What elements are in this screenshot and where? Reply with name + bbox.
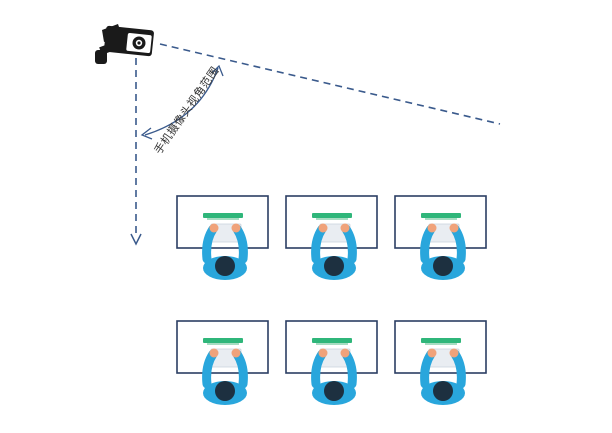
workstation	[394, 320, 487, 405]
person-hand	[449, 348, 459, 358]
security-camera-icon	[95, 24, 154, 64]
person-head	[215, 381, 235, 401]
person-head	[324, 381, 344, 401]
monitor	[312, 338, 352, 343]
person-head	[324, 256, 344, 276]
angle-arc	[144, 67, 219, 136]
workstation	[285, 195, 378, 280]
monitor	[312, 213, 352, 218]
workstation	[176, 195, 269, 280]
person-hand	[318, 348, 328, 358]
person-head	[215, 256, 235, 276]
person-head	[433, 381, 453, 401]
workstation	[285, 320, 378, 405]
person-hand	[209, 223, 219, 233]
person-hand	[318, 223, 328, 233]
monitor	[421, 338, 461, 343]
monitor	[421, 213, 461, 218]
fov-arrowhead-down	[130, 233, 142, 246]
person-hand	[209, 348, 219, 358]
arc-arrow-left	[140, 127, 153, 140]
fov-line-horizontal	[159, 43, 501, 125]
person-hand	[340, 348, 350, 358]
person-hand	[231, 223, 241, 233]
arc-arrow-top	[211, 64, 224, 77]
monitor	[203, 213, 243, 218]
person-hand	[231, 348, 241, 358]
workstation	[394, 195, 487, 280]
monitor	[203, 338, 243, 343]
desk	[176, 320, 269, 374]
person-head	[433, 256, 453, 276]
person-hand	[427, 348, 437, 358]
person-hand	[427, 223, 437, 233]
person-hand	[340, 223, 350, 233]
workstation	[176, 320, 269, 405]
person-hand	[449, 223, 459, 233]
